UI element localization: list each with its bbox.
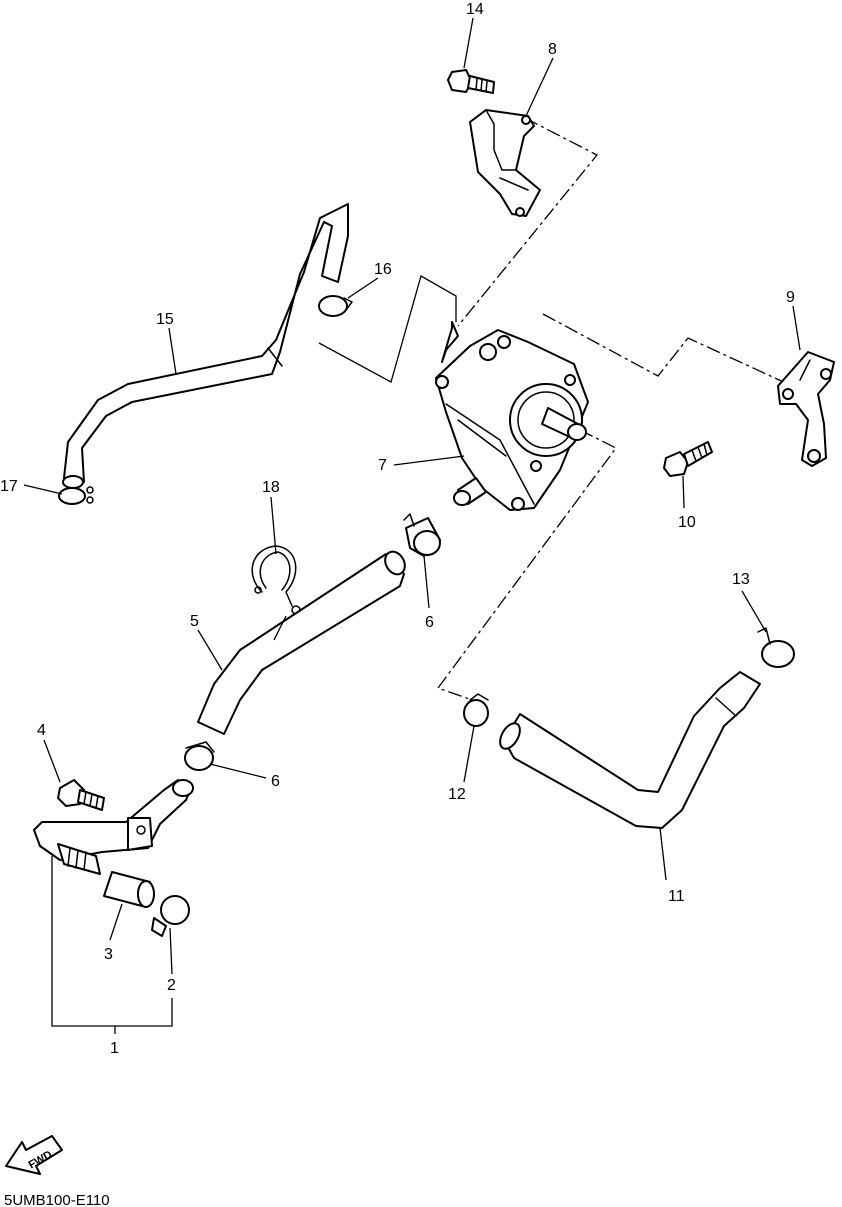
callout-6-upper: 6 bbox=[425, 614, 434, 631]
clamp-2 bbox=[151, 895, 190, 937]
bolt-10 bbox=[447, 69, 495, 94]
clamp-14 bbox=[757, 627, 795, 668]
leader-lines bbox=[23, 17, 801, 1034]
sleeve-3 bbox=[103, 871, 155, 908]
callout-11: 10 bbox=[678, 514, 696, 531]
callout-16: 16 bbox=[374, 261, 392, 278]
callout-4: 4 bbox=[37, 722, 46, 739]
band-18 bbox=[251, 545, 301, 615]
callout-5: 5 bbox=[190, 613, 199, 630]
assembly-lines bbox=[318, 117, 791, 703]
bracket-8 bbox=[469, 109, 541, 217]
hose-5 bbox=[197, 550, 406, 735]
callout-12: 11 bbox=[668, 888, 685, 905]
callout-9: 9 bbox=[786, 289, 795, 306]
callout-6-lower: 6 bbox=[271, 773, 280, 790]
fwd-arrow-icon: FWD bbox=[5, 1135, 63, 1175]
bracket-9 bbox=[777, 351, 835, 467]
clip-13 bbox=[463, 693, 489, 727]
callout-17: 17 bbox=[0, 478, 18, 495]
callout-8: 8 bbox=[548, 41, 557, 58]
callout-2: 2 bbox=[167, 977, 176, 994]
clamp-6-lower bbox=[184, 741, 215, 771]
clip-17 bbox=[58, 486, 94, 505]
hose-12 bbox=[499, 671, 761, 829]
clamp-6-upper bbox=[403, 513, 441, 557]
callout-13: 12 bbox=[448, 786, 466, 803]
callout-7: 7 bbox=[378, 457, 387, 474]
callout-14: 13 bbox=[732, 571, 750, 588]
bolt-4 bbox=[57, 779, 105, 811]
bolt-11 bbox=[663, 441, 713, 477]
pipe-assembly-1 bbox=[33, 779, 194, 875]
callout-3: 3 bbox=[104, 946, 113, 963]
callout-1: 1 bbox=[110, 1040, 119, 1057]
callout-10: 14 bbox=[466, 1, 484, 18]
air-valve-7 bbox=[435, 321, 589, 511]
clip-16 bbox=[318, 295, 353, 317]
hose-15 bbox=[62, 203, 349, 489]
diagram-code: 5UMB100-E110 bbox=[4, 1192, 110, 1207]
callout-15: 15 bbox=[156, 311, 174, 328]
callout-18: 18 bbox=[262, 479, 280, 496]
callout-labels: 14 8 9 16 15 17 7 18 10 13 6 5 4 6 12 11… bbox=[0, 1, 795, 1057]
